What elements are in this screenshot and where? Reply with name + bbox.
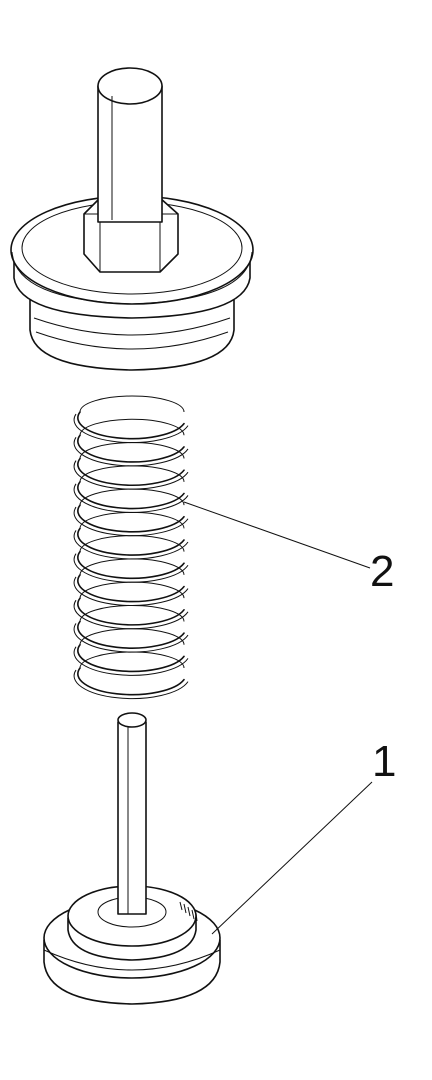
spring-coil-back — [79, 395, 185, 413]
piston-stem-top — [117, 712, 147, 728]
spring-coil-back — [79, 651, 185, 669]
spring-coil-back — [79, 511, 185, 529]
spring-coil-outer — [73, 436, 189, 467]
spring-coil-front — [77, 597, 185, 626]
spring-coil-front — [77, 457, 185, 486]
spring — [73, 395, 189, 700]
cap-lower-groove-2 — [35, 331, 229, 350]
spring-coil-back — [79, 535, 185, 552]
spring-coil-front — [77, 481, 185, 510]
callout-2: 2 — [183, 501, 394, 596]
piston-stem — [117, 721, 147, 915]
cap-flange-rim — [11, 251, 253, 305]
spring-coil-outer — [73, 646, 189, 676]
piston-base-groove — [43, 949, 221, 971]
spring-coil-outer — [73, 506, 189, 537]
spring-coil-outer — [73, 669, 189, 700]
spring-coil-outer — [73, 460, 189, 490]
spring-coil-outer — [73, 576, 189, 606]
spring-coil-back — [79, 581, 185, 599]
callout-1: 1 — [211, 737, 396, 935]
cap-stem — [97, 85, 163, 223]
callout-1-label: 1 — [372, 737, 396, 786]
spring-coil-back — [79, 418, 185, 436]
spring-coil-outer — [73, 413, 189, 444]
piston — [43, 712, 221, 1005]
spring-coil-back — [79, 465, 185, 482]
cap-stem-top — [97, 67, 163, 105]
spring-coil-back — [79, 558, 185, 575]
callout-2-leader — [183, 501, 371, 569]
spring-coil-front — [77, 643, 185, 673]
spring-coil-outer — [73, 530, 189, 560]
callout-1-leader — [211, 781, 373, 935]
spring-coil-outer — [73, 483, 189, 513]
spring-coil-back — [79, 442, 185, 459]
spring-coil-front — [77, 504, 185, 533]
callout-2-label: 2 — [370, 547, 394, 596]
spring-coil-back — [79, 488, 185, 506]
spring-coil-outer — [73, 623, 189, 653]
spring-coil-back — [79, 604, 185, 622]
spring-coil-front — [77, 550, 185, 580]
spring-coil-outer — [73, 553, 189, 583]
spring-coil-front — [77, 527, 185, 556]
spring-coil-back — [79, 628, 185, 645]
spring-coil-front — [77, 434, 185, 463]
spring-coil-front — [77, 667, 185, 696]
spring-coil-front — [77, 411, 185, 440]
bonnet-cap — [10, 67, 254, 371]
piston-knurl — [179, 901, 198, 922]
spring-coil-outer — [73, 599, 189, 630]
cap-lower-groove — [33, 317, 231, 336]
spring-coil-front — [77, 620, 185, 649]
spring-coil-front — [77, 574, 185, 603]
